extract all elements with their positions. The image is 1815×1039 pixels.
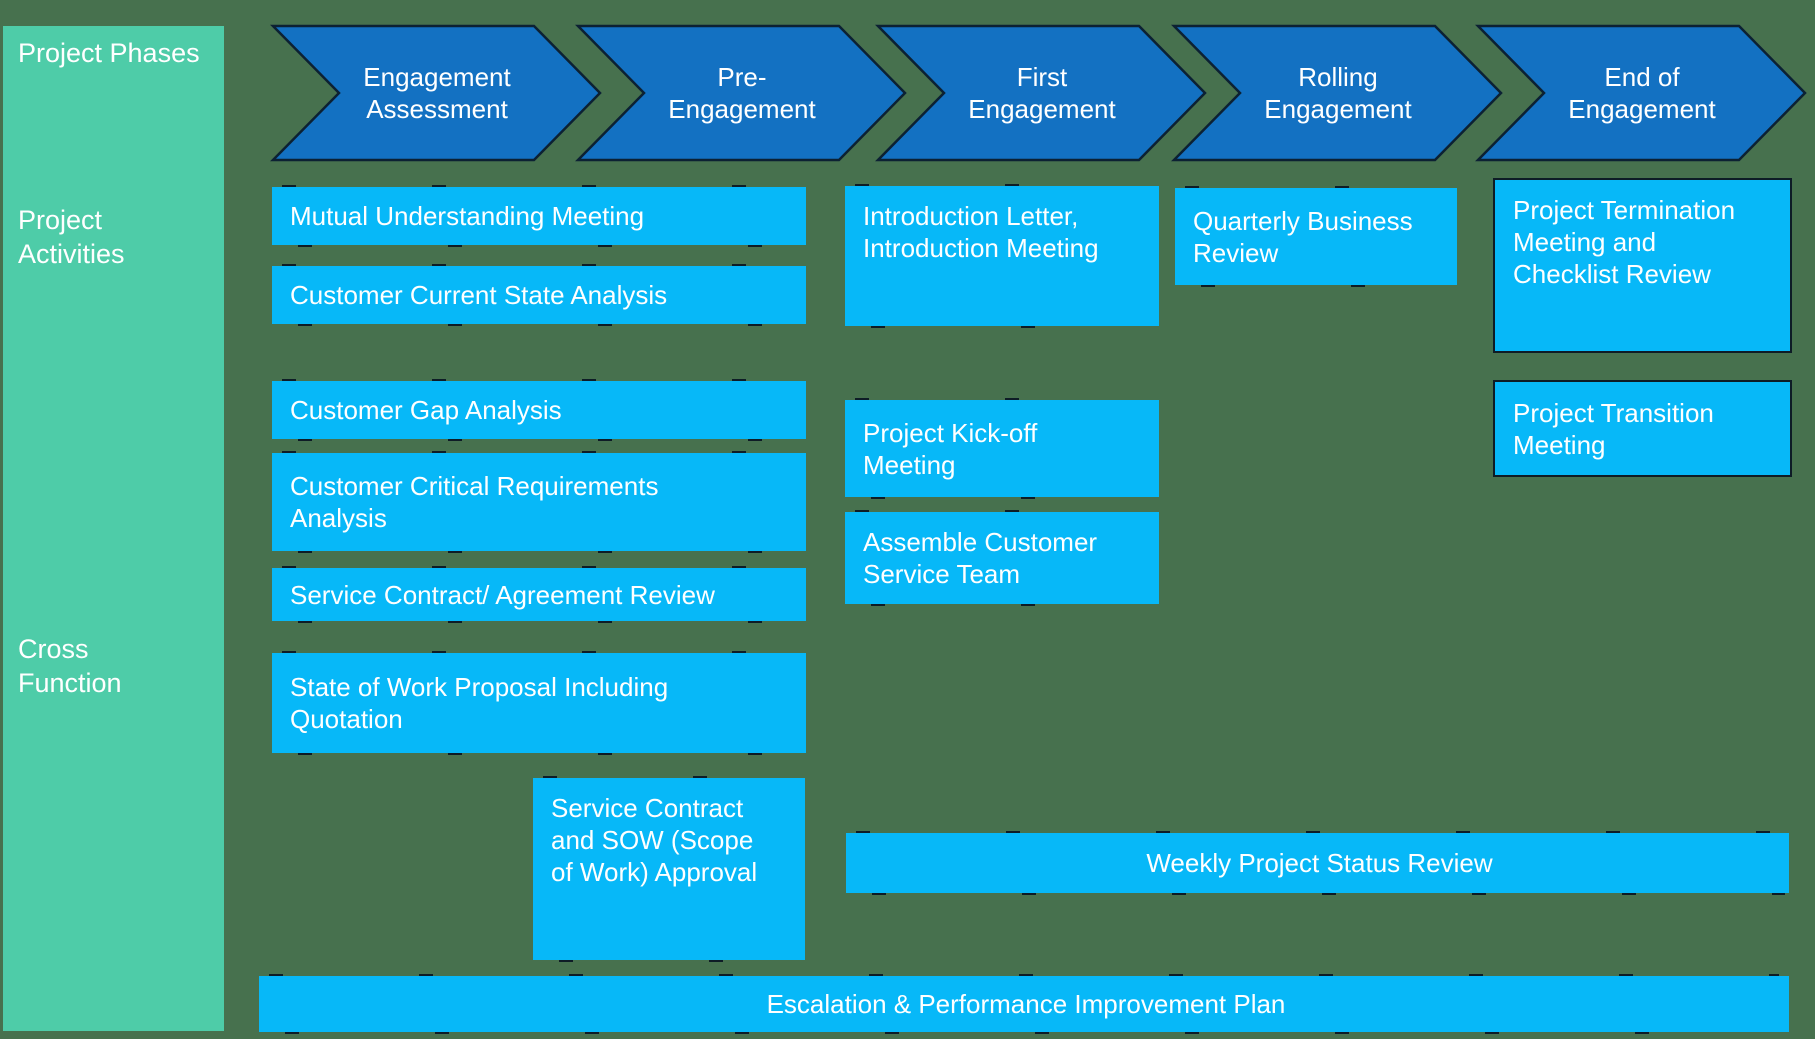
activity-introduction-letter-meeting: Introduction Letter, Introduction Meetin… xyxy=(845,184,1159,328)
phase-chevron-engagement-assessment: Engagement Assessment xyxy=(270,24,602,162)
activity-customer-gap-analysis: Customer Gap Analysis xyxy=(272,379,806,441)
phase-chevron-end-of-engagement: End of Engagement xyxy=(1475,24,1807,162)
activity-service-contract-agreement-review: Service Contract/ Agreement Review xyxy=(272,566,806,623)
activity-escalation-performance-improvement: Escalation & Performance Improvement Pla… xyxy=(259,974,1789,1034)
phase-label: Pre- Engagement xyxy=(668,62,816,124)
sidebar-label-project-phases: Project Phases xyxy=(18,38,200,68)
activity-project-transition-meeting: Project Transition Meeting xyxy=(1493,380,1792,477)
activity-state-of-work-proposal: State of Work Proposal Including Quotati… xyxy=(272,651,806,755)
phase-label: End of Engagement xyxy=(1568,62,1716,124)
phase-label: Rolling Engagement xyxy=(1264,62,1412,124)
activity-project-kick-off-meeting: Project Kick-off Meeting xyxy=(845,398,1159,499)
activity-customer-current-state-analysis: Customer Current State Analysis xyxy=(272,264,806,326)
phase-chevron-first-engagement: First Engagement xyxy=(875,24,1207,162)
phase-chevron-rolling-engagement: Rolling Engagement xyxy=(1171,24,1503,162)
chevron-arrow-icon xyxy=(1475,24,1807,162)
sidebar-label-cross-function: Cross Function xyxy=(18,634,122,698)
chevron-arrow-icon xyxy=(270,24,602,162)
activity-customer-critical-requirements: Customer Critical Requirements Analysis xyxy=(272,451,806,553)
sidebar-label-project-activities: Project Activities xyxy=(18,205,125,269)
activity-service-contract-sow-approval: Service Contract and SOW (Scope of Work)… xyxy=(533,776,805,962)
phase-label: First Engagement xyxy=(968,62,1116,124)
activity-assemble-customer-service-team: Assemble Customer Service Team xyxy=(845,510,1159,606)
chevron-arrow-icon xyxy=(875,24,1207,162)
chevron-arrow-icon xyxy=(575,24,907,162)
phase-sidebar xyxy=(3,26,224,1031)
chevron-arrow-icon xyxy=(1171,24,1503,162)
phase-label: Engagement Assessment xyxy=(363,62,511,124)
activity-weekly-project-status-review: Weekly Project Status Review xyxy=(846,831,1789,895)
activity-quarterly-business-review: Quarterly Business Review xyxy=(1175,186,1457,287)
activity-mutual-understanding-meeting: Mutual Understanding Meeting xyxy=(272,185,806,247)
activity-project-termination-review: Project Termination Meeting and Checklis… xyxy=(1493,178,1792,353)
phase-chevron-pre-engagement: Pre- Engagement xyxy=(575,24,907,162)
